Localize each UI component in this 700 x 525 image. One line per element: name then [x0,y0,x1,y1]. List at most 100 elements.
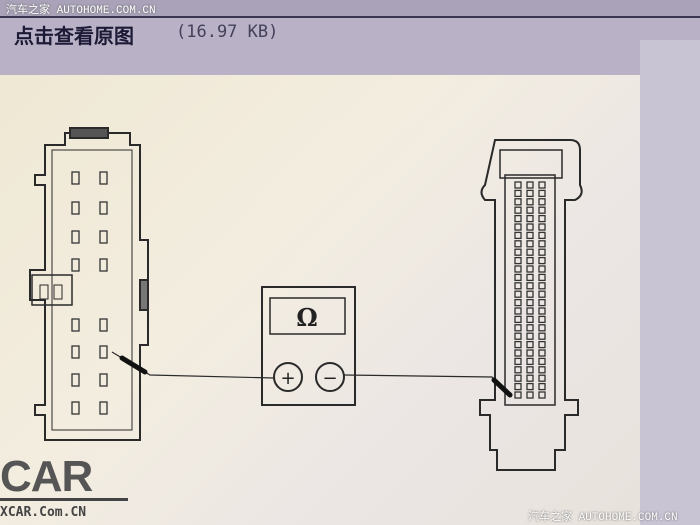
connector-pin [514,248,522,256]
connector-pin [526,374,534,382]
connector-pin [526,256,534,265]
connector-pin [514,181,522,189]
connector-pin [538,357,546,366]
connector-pin [514,223,522,231]
connector-pin [514,231,522,240]
connector-pin [514,198,522,206]
connector-pin [538,256,546,265]
connector-pin [526,273,534,282]
connector-pin [71,171,80,185]
connector-pin [514,382,522,391]
connector-pin [538,349,546,357]
connector-pin [538,206,546,214]
connector-pin [538,366,546,374]
connector-pin [526,307,534,315]
top-bar: 汽车之家 AUTOHOME.COM.CN [0,0,700,18]
connector-pin [514,290,522,298]
negative-terminal[interactable]: − [322,368,337,389]
connector-pin [526,366,534,374]
view-original-link[interactable]: 点击查看原图 [14,24,134,48]
connector-pin [526,340,534,349]
connector-pin [526,357,534,366]
connector-pin [538,324,546,332]
connector-pin [99,345,108,359]
connector-pin [538,307,546,315]
right-connector [479,139,583,471]
watermark-bottom: 汽车之家 AUTOHOME.COM.CN [528,512,678,524]
connector-pin [538,231,546,240]
connector-pin [526,223,534,231]
connector-pin [514,366,522,374]
watermark-top: 汽车之家 AUTOHOME.COM.CN [6,5,156,17]
connector-pin [538,374,546,382]
connector-pin [526,298,534,307]
connector-pin [538,382,546,391]
connector-pin [514,340,522,349]
connector-pin [99,373,108,387]
connector-pin [526,198,534,206]
connector-pin [514,256,522,265]
connector-pin [538,290,546,298]
connector-pin [99,401,108,415]
connector-pin [514,374,522,382]
connector-pin [514,273,522,282]
connector-pin [538,315,546,324]
connector-pin [514,357,522,366]
logo-url: XCAR.Com.CN [0,505,87,520]
connector-pin [514,307,522,315]
connector-pin [526,349,534,357]
connector-pin [526,282,534,290]
connector-pin [538,332,546,340]
connector-pin [514,265,522,273]
connector-pin [514,282,522,290]
connector-pin [99,258,108,272]
connector-pin [526,324,534,332]
connector-pin [538,214,546,223]
ohm-symbol: Ω [296,303,317,332]
connector-pin [71,258,80,272]
connector-pin [514,206,522,214]
connector-pin [526,290,534,298]
connector-pin [526,240,534,248]
connector-pin [71,373,80,387]
connector-pin [514,391,522,399]
connector-pin [514,349,522,357]
connector-pin [99,318,108,332]
connector-pin [99,171,108,185]
connector-pin [99,201,108,215]
connector-pin [538,391,546,399]
connector-pin [538,282,546,290]
connector-pin [538,265,546,273]
connector-pin [526,382,534,391]
connector-pin [514,214,522,223]
connector-pin [71,401,80,415]
connector-pin [514,324,522,332]
connector-pin [538,248,546,256]
connector-pin [538,189,546,198]
connector-pin [514,189,522,198]
probe-left [119,355,148,375]
connector-pin [99,230,108,244]
side-panel [640,40,700,525]
connector-pin [71,345,80,359]
connector-pin [526,181,534,189]
probe-right [491,377,513,398]
connector-pin [526,206,534,214]
connector-pin [526,332,534,340]
connector-pin [538,298,546,307]
connector-pin [538,223,546,231]
connector-pin [514,240,522,248]
connector-pin [71,230,80,244]
ohmmeter [261,286,356,406]
connector-pin [514,332,522,340]
xcar-logo: CAR [0,452,93,501]
logo-divider [0,498,128,501]
connector-pin [526,231,534,240]
connector-pin [526,248,534,256]
wire-negative [343,374,513,396]
connector-pin [526,391,534,399]
connector-pin [538,240,546,248]
positive-terminal[interactable]: + [280,368,295,389]
connector-pin [71,201,80,215]
